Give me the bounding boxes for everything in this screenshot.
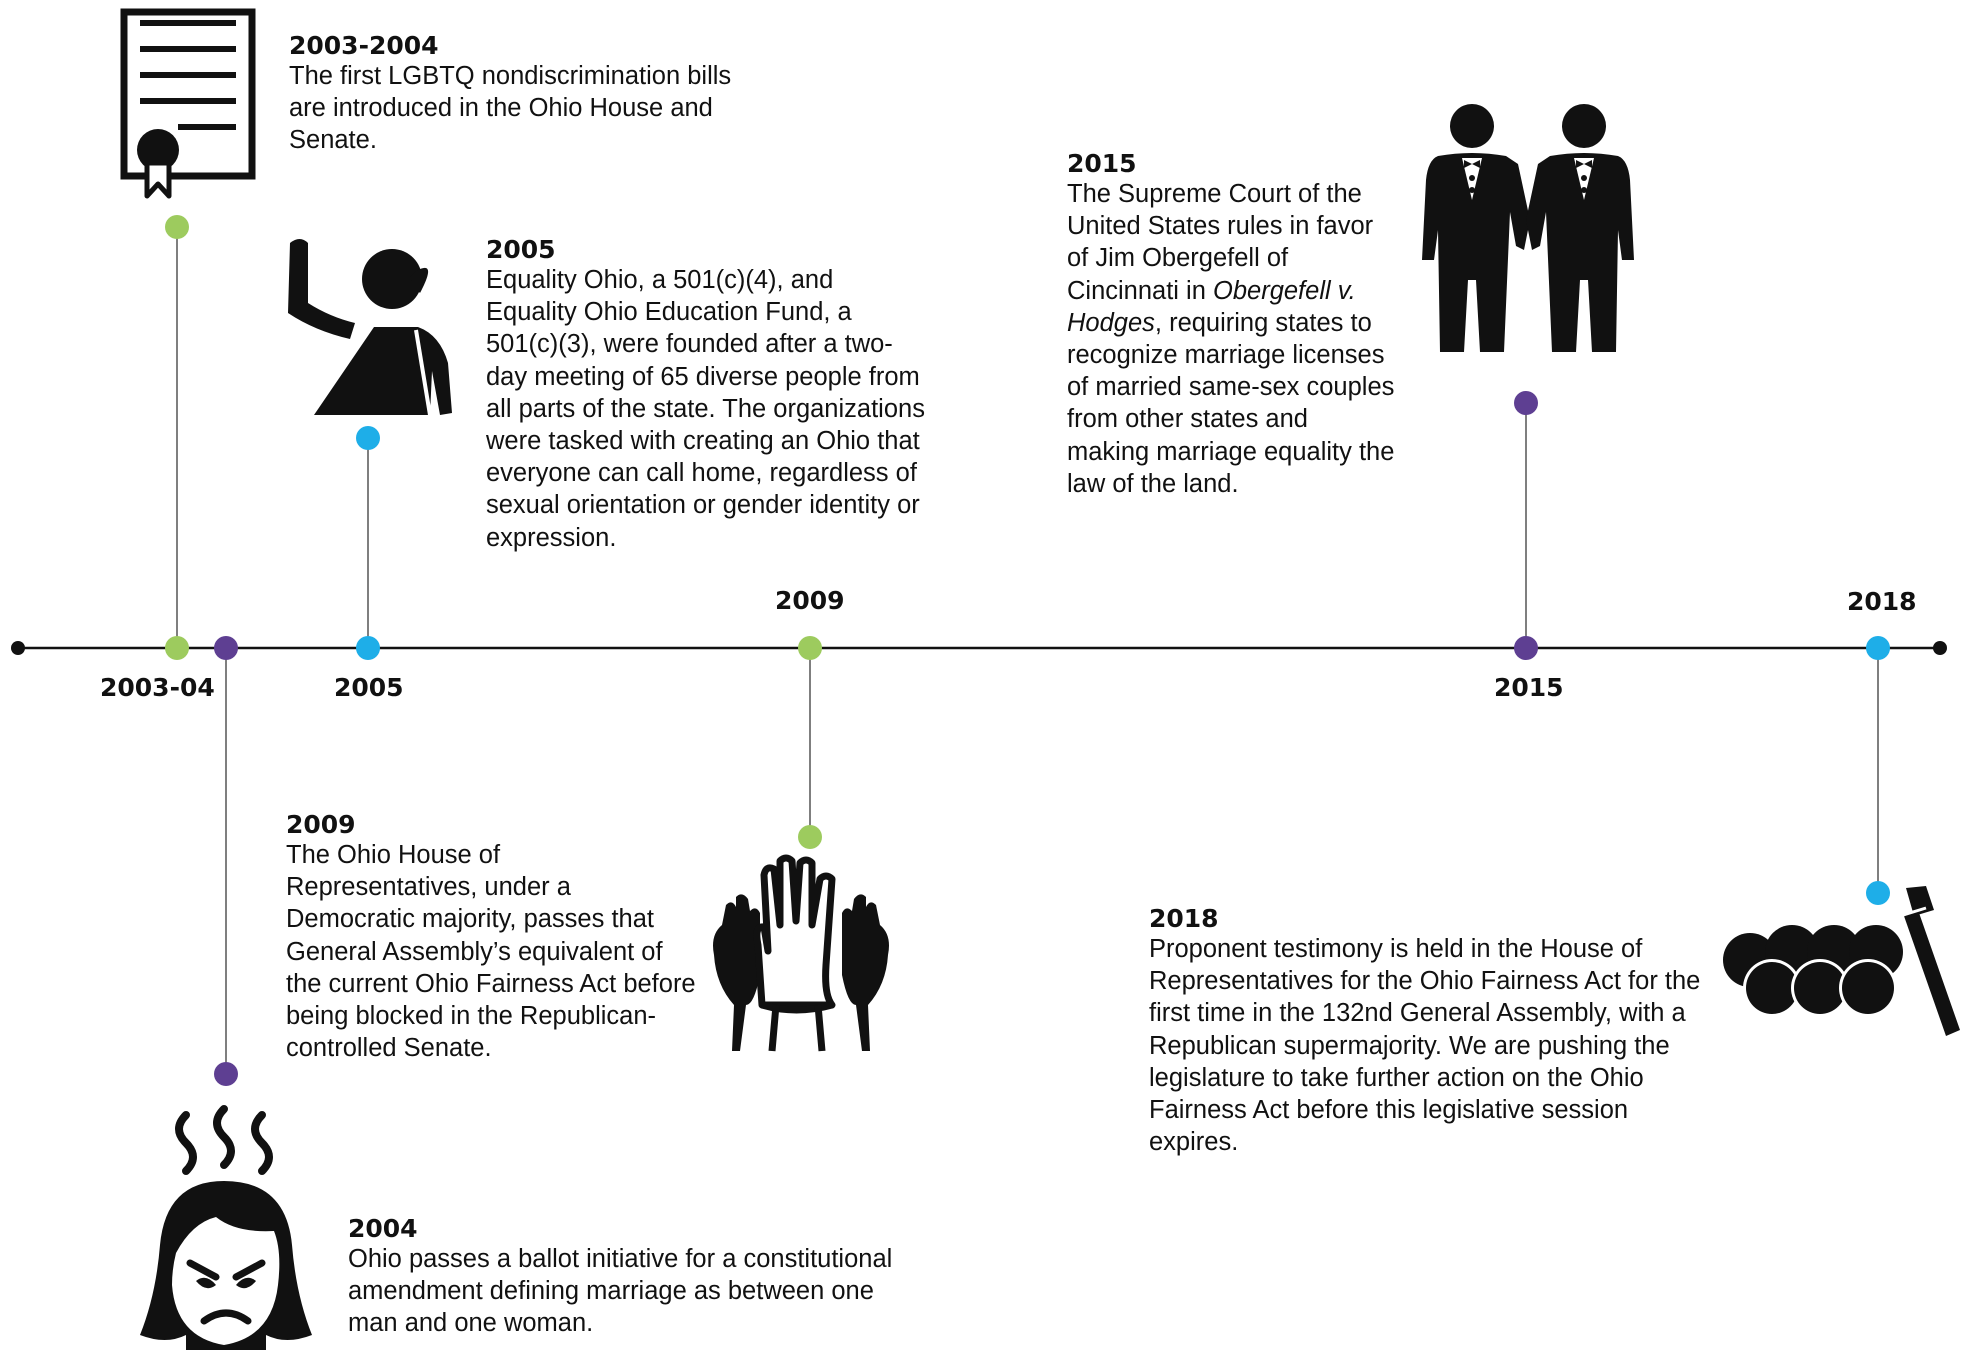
- description-part: , requiring states to recognize marriage…: [1067, 308, 1395, 498]
- raised-hand-person-icon: [288, 239, 452, 416]
- axis-label-2009: 2009: [775, 586, 845, 615]
- event-year: 2003-2004: [289, 31, 439, 60]
- event-description: Equality Ohio, a 501(c)(4), and Equality…: [486, 266, 925, 552]
- axis-label-2018: 2018: [1847, 587, 1917, 616]
- event-dot-2005: [356, 426, 380, 450]
- axis-end-cap: [1933, 641, 1947, 655]
- event-year: 2005: [486, 235, 556, 264]
- grooms-holding-hands-icon: [1422, 104, 1634, 352]
- event-year: 2018: [1149, 904, 1219, 933]
- raised-hands-icon: [713, 854, 889, 1052]
- event-description: Proponent testimony is held in the House…: [1149, 935, 1701, 1157]
- event-description: Ohio passes a ballot initiative for a co…: [348, 1245, 893, 1338]
- axis-dot-2015: [1514, 636, 1538, 660]
- axis-label-2015: 2015: [1494, 673, 1564, 702]
- event-2003-2004: 2003-2004 The first LGBTQ nondiscriminat…: [289, 32, 769, 157]
- event-2015: 2015 The Supreme Court of the United Sta…: [1067, 150, 1397, 500]
- certificate-icon: [120, 8, 256, 199]
- event-dot-2003-2004: [165, 215, 189, 239]
- event-description: The Supreme Court of the United States r…: [1067, 178, 1397, 500]
- event-2005: 2005 Equality Ohio, a 501(c)(4), and Equ…: [486, 236, 926, 554]
- axis-label-2005: 2005: [334, 673, 404, 702]
- axis-dot-2004: [214, 636, 238, 660]
- event-year: 2015: [1067, 149, 1137, 178]
- axis-dot-2018: [1866, 636, 1890, 660]
- event-2009: 2009 The Ohio House of Representatives, …: [286, 811, 696, 1064]
- case-name: Obergefell v. Hodges: [1067, 276, 1356, 337]
- axis-start-cap: [11, 641, 25, 655]
- axis-dot-2005: [356, 636, 380, 660]
- angry-face-icon: [140, 1105, 312, 1350]
- event-dot-2015: [1514, 391, 1538, 415]
- event-description: The Ohio House of Representatives, under…: [286, 841, 696, 1063]
- description-part: The Supreme Court of the United States r…: [1067, 180, 1374, 305]
- axis-dot-2003-2004: [165, 636, 189, 660]
- gavel-on-seats-icon: [1723, 886, 1960, 1036]
- event-dot-2004: [214, 1062, 238, 1086]
- event-dot-2018: [1866, 881, 1890, 905]
- event-year: 2009: [286, 810, 356, 839]
- axis-dot-2009: [798, 636, 822, 660]
- event-dot-2009: [798, 825, 822, 849]
- event-description: The first LGBTQ nondiscrimination bills …: [289, 62, 732, 155]
- event-2004: 2004 Ohio passes a ballot initiative for…: [348, 1215, 908, 1340]
- event-2018: 2018 Proponent testimony is held in the …: [1149, 905, 1709, 1158]
- event-year: 2004: [348, 1214, 418, 1243]
- axis-label-2003-04: 2003-04: [100, 673, 215, 702]
